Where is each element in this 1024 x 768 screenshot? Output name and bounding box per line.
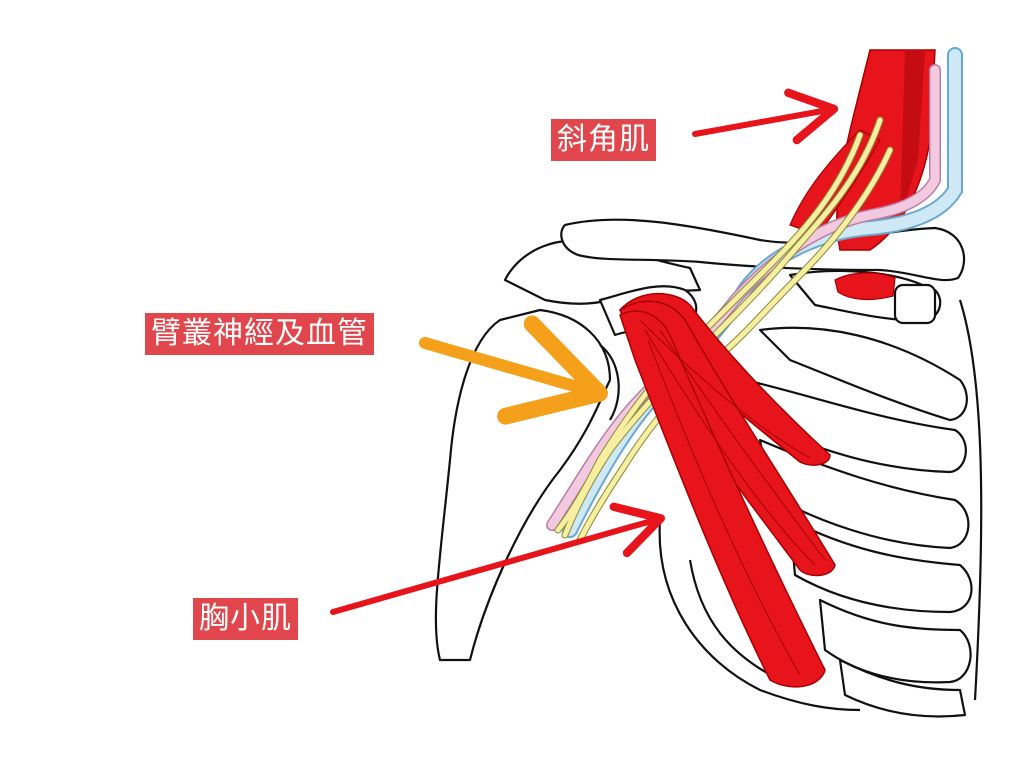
rib-2: [758, 326, 968, 422]
arrows: [330, 88, 839, 615]
rib-4: [758, 438, 970, 550]
arrow-to-plexus: [419, 315, 608, 425]
costal-arc-inner: [688, 559, 781, 681]
label-brachial-plexus: 臂叢神經及血管: [145, 313, 374, 355]
label-pectoralis-minor: 胸小肌: [193, 598, 298, 640]
vertebrae: [893, 283, 937, 325]
rib-3: [743, 378, 967, 474]
arrow-to-pectoralis-minor: [330, 502, 665, 615]
rib-7: [838, 658, 967, 718]
pectoralis-minor-muscle: [618, 292, 836, 688]
costal-arc: [658, 519, 861, 712]
clavicle: [560, 218, 966, 282]
rib-cage: [658, 269, 983, 718]
label-scalene: 斜角肌: [551, 119, 656, 161]
arrow-to-scalene: [692, 88, 839, 145]
rib-5: [788, 518, 973, 614]
sternum-edge: [958, 299, 983, 701]
